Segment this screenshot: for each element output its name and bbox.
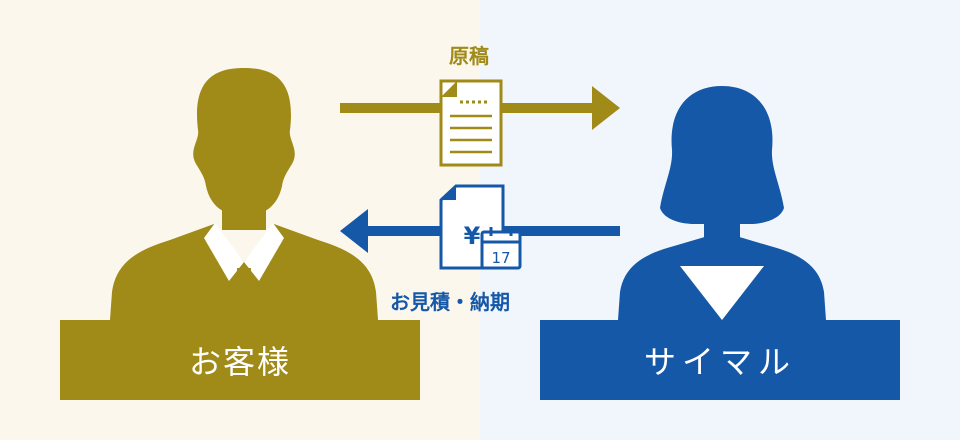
customer-label: お客様 xyxy=(188,343,291,381)
customer-label-box: お客様 xyxy=(60,320,420,400)
simul-label: サイマル xyxy=(643,343,796,381)
manuscript-label: 原稿 xyxy=(449,44,489,68)
simul-label-box: サイマル xyxy=(540,320,900,400)
customer-silhouette-icon xyxy=(110,68,378,320)
calendar-day: 17 xyxy=(491,249,510,267)
estimate-deadline-label: お見積・納期 xyxy=(390,290,510,314)
yen-document-calendar-icon: ¥ 17 xyxy=(439,184,522,270)
document-icon xyxy=(439,79,503,167)
calendar-icon: 17 xyxy=(480,227,522,270)
simul-silhouette-icon xyxy=(618,86,826,320)
yen-symbol: ¥ xyxy=(464,222,481,250)
